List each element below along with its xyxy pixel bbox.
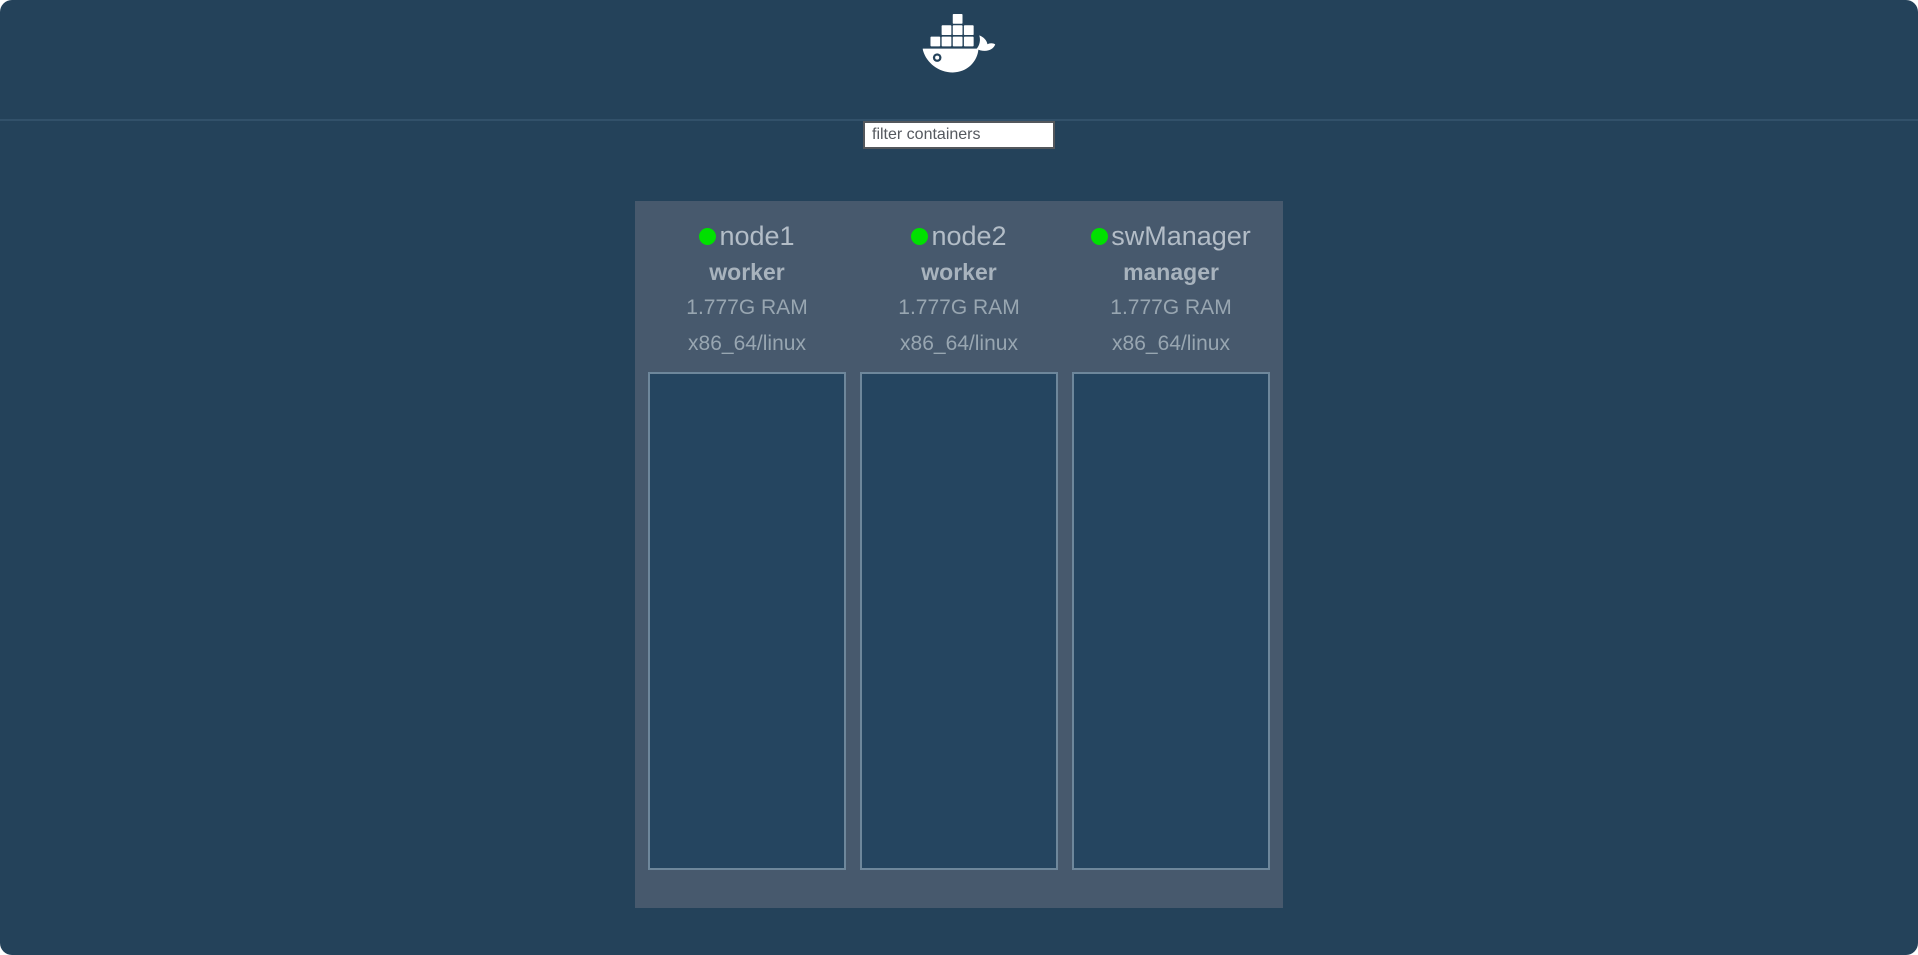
node-name: swManager: [1111, 221, 1251, 251]
status-dot-icon: [1091, 227, 1109, 245]
containers-list: [648, 372, 846, 870]
node-name: node2: [931, 221, 1007, 251]
status-dot-icon: [911, 227, 929, 245]
node-role: manager: [1123, 259, 1219, 285]
status-dot-icon: [699, 227, 717, 245]
node-card-node2: node2 worker 1.777G RAM x86_64/linux: [860, 218, 1058, 870]
containers-list: [1072, 372, 1270, 870]
node-title: swManager: [1072, 218, 1270, 254]
node-ram: 1.777G RAM: [1110, 296, 1232, 319]
node-platform: x86_64/linux: [1112, 332, 1230, 355]
node-role: worker: [709, 259, 785, 285]
node-platform: x86_64/linux: [900, 332, 1018, 355]
node-name: node1: [719, 221, 795, 251]
node-title: node1: [648, 218, 846, 254]
node-card-node1: node1 worker 1.777G RAM x86_64/linux: [648, 218, 846, 870]
app-header: [0, 0, 1918, 121]
node-ram: 1.777G RAM: [686, 296, 808, 319]
node-title: node2: [860, 218, 1058, 254]
node-platform: x86_64/linux: [688, 332, 806, 355]
swarm-nodes-panel: node1 worker 1.777G RAM x86_64/linux nod…: [635, 201, 1283, 908]
node-role: worker: [921, 259, 997, 285]
docker-logo-icon: [920, 14, 998, 74]
filter-containers-input[interactable]: [863, 121, 1055, 149]
containers-list: [860, 372, 1058, 870]
node-card-swmanager: swManager manager 1.777G RAM x86_64/linu…: [1072, 218, 1270, 870]
node-ram: 1.777G RAM: [898, 296, 1020, 319]
filter-row: [0, 121, 1918, 149]
